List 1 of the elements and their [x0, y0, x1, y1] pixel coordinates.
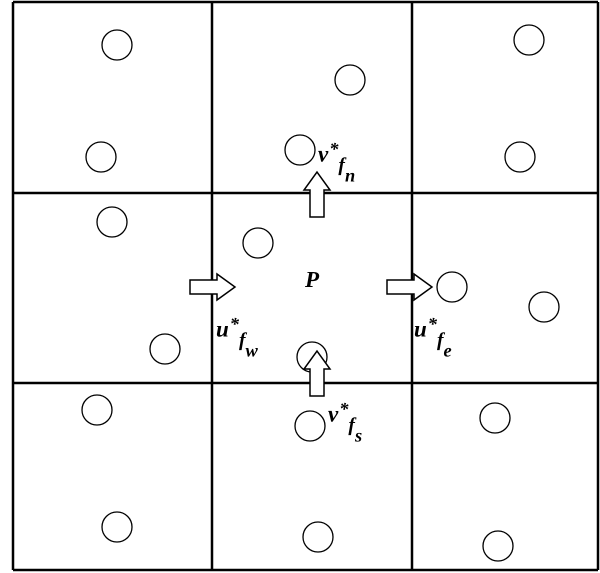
cell-label: P: [305, 268, 320, 291]
